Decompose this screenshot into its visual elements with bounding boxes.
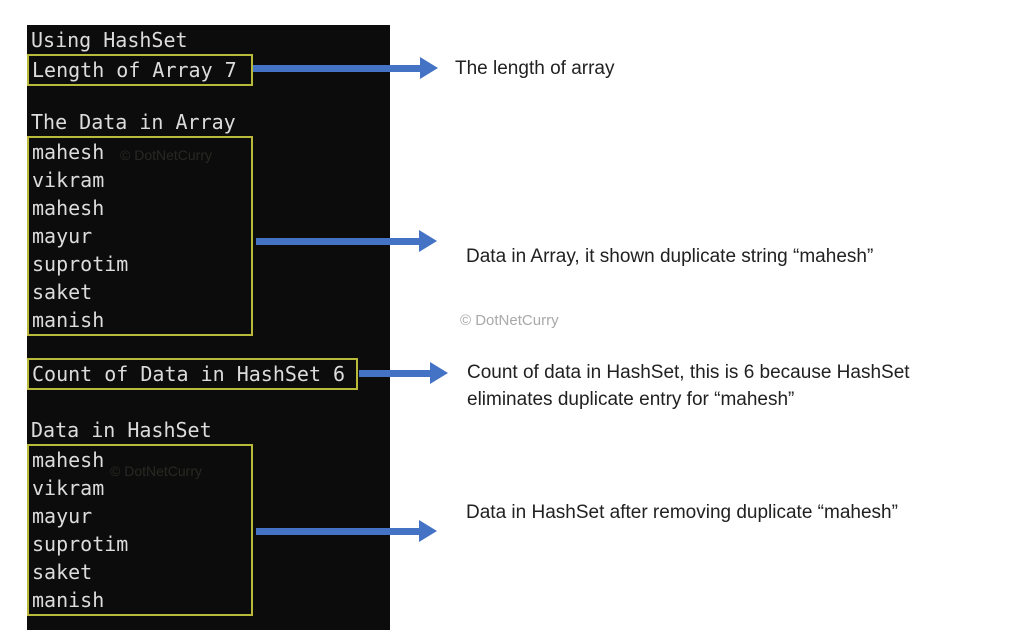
annotation-arrow-hashset-data [256, 520, 437, 542]
console-line-array-length: Length of Array 7 [32, 58, 237, 82]
arrow-shaft [256, 527, 419, 535]
arrow-head-icon [419, 520, 437, 542]
hashset-item: mahesh [32, 448, 105, 472]
arrow-shaft [359, 369, 430, 377]
console-line-hashset-count: Count of Data in HashSet 6 [32, 362, 346, 386]
arrow-head-icon [430, 362, 448, 384]
hashset-item: saket [32, 560, 93, 584]
arrow-shaft [253, 64, 420, 72]
highlight-box-hashset-count: Count of Data in HashSet 6 [27, 358, 358, 390]
highlight-box-hashset-data: mahesh vikram mayur suprotim saket manis… [27, 444, 253, 616]
console-line-hashset-header: Data in HashSet [31, 418, 212, 442]
highlight-box-array-length: Length of Array 7 [27, 54, 253, 86]
copyright-watermark: © DotNetCurry [460, 312, 559, 329]
array-item: mahesh [32, 140, 105, 164]
array-item: suprotim [32, 252, 129, 276]
annotation-arrow-array-data [256, 230, 437, 252]
console-blank-line [27, 390, 390, 416]
array-item: mayur [32, 224, 93, 248]
annotation-length-of-array: The length of array [455, 58, 615, 79]
annotation-hashset-count: Count of data in HashSet, this is 6 beca… [467, 362, 910, 410]
console-line-array-header: The Data in Array [31, 110, 236, 134]
hashset-item: suprotim [32, 532, 129, 556]
arrow-head-icon [419, 230, 437, 252]
array-item: manish [32, 308, 105, 332]
array-item: mahesh [32, 196, 105, 220]
annotation-array-duplicate: Data in Array, it shown duplicate string… [466, 246, 874, 267]
annotation-arrow-length [253, 57, 438, 79]
annotation-hashset-after-removal: Data in HashSet after removing duplicate… [466, 502, 898, 523]
hashset-item: mayur [32, 504, 93, 528]
array-item: vikram [32, 168, 105, 192]
hashset-item: vikram [32, 476, 105, 500]
array-item: saket [32, 280, 93, 304]
arrow-shaft [256, 237, 419, 245]
console-line-using-hashset: Using HashSet [31, 28, 188, 52]
annotation-arrow-hashset-count [359, 362, 448, 384]
hashset-item: manish [32, 588, 105, 612]
console-blank-line [27, 336, 390, 358]
console-blank-line [27, 86, 390, 108]
highlight-box-array-data: mahesh vikram mahesh mayur suprotim sake… [27, 136, 253, 336]
arrow-head-icon [420, 57, 438, 79]
